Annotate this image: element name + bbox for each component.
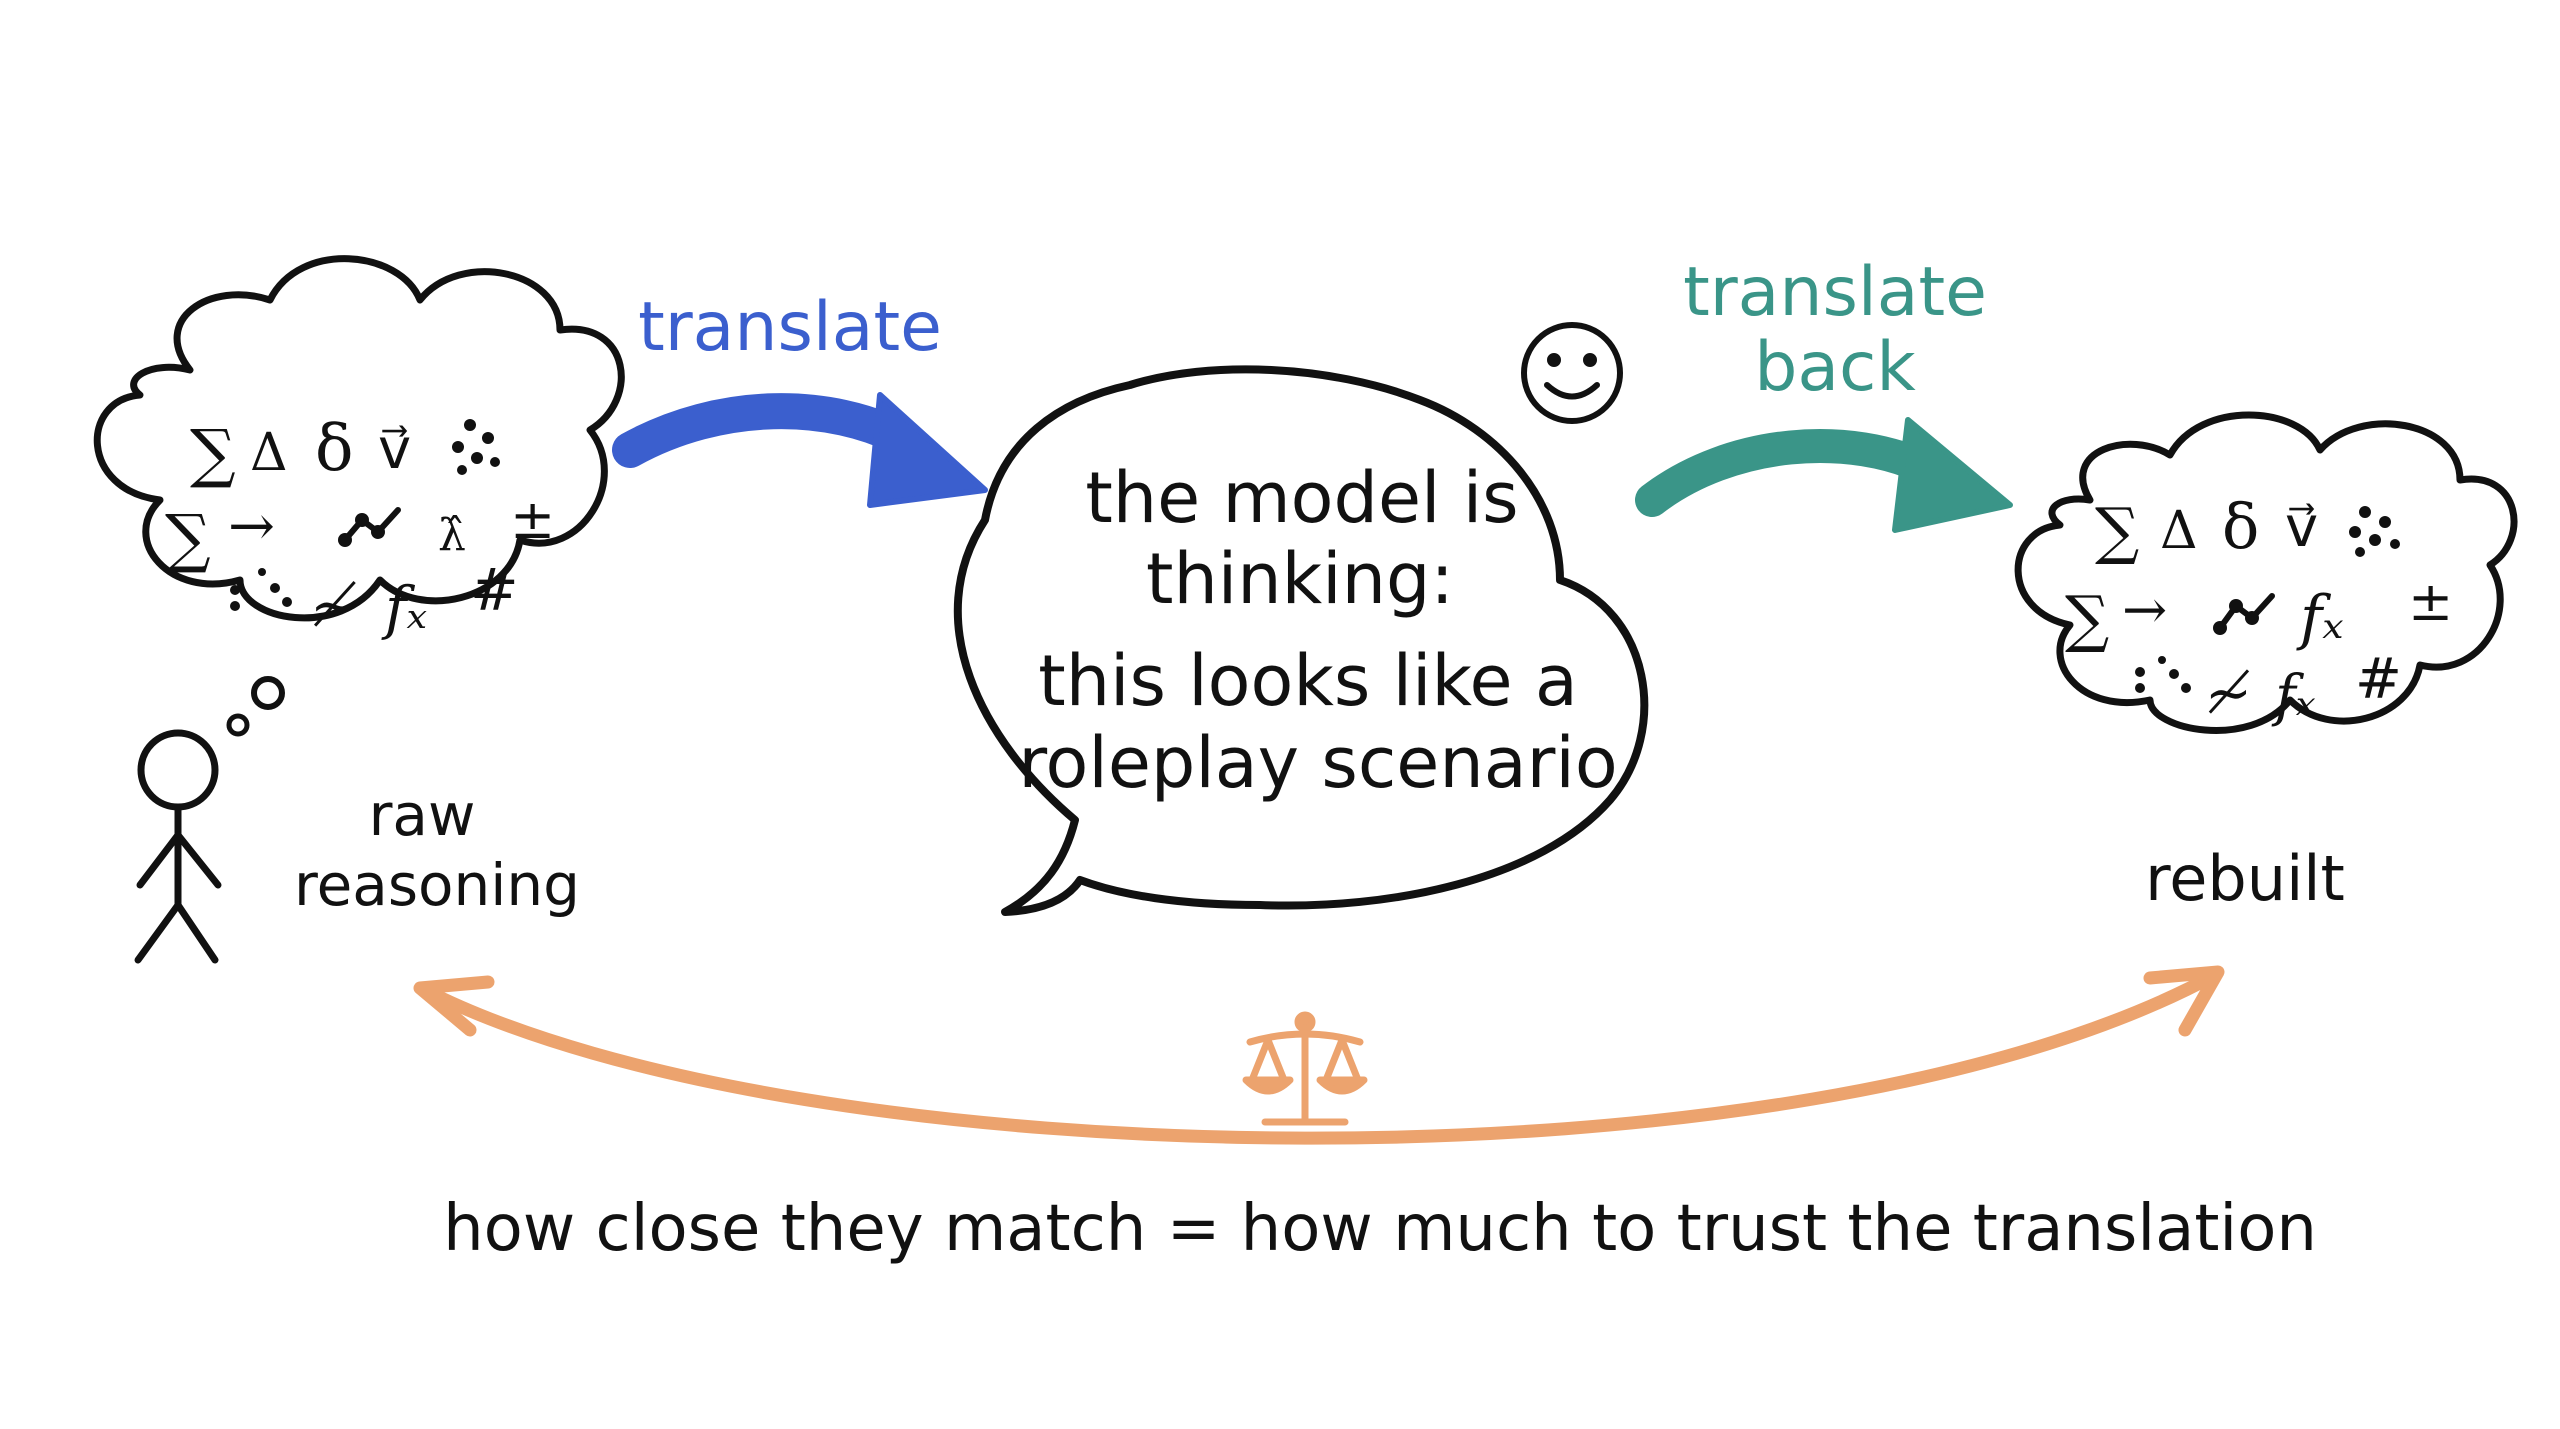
bubble-line-3: this looks like a xyxy=(1038,640,1578,722)
raw-reasoning-symbols: ∑ Δ δ v⃗ ∑ → λ̂ ± ≁ fₓ # xyxy=(165,412,555,642)
symbol: v⃗ xyxy=(2285,495,2318,560)
thought-cloud-icon xyxy=(2014,411,2518,734)
caption: how close they match = how much to trust… xyxy=(443,1192,2317,1266)
symbol: fₓ xyxy=(2271,664,2316,729)
symbol: ∑ xyxy=(165,502,211,576)
translate-back-arrow xyxy=(1635,417,2013,533)
symbol: ± xyxy=(2408,570,2453,633)
wave-glyph xyxy=(2217,593,2275,631)
translate-back-label-line1: translate xyxy=(1683,253,1987,332)
bubble-line-2: thinking: xyxy=(1146,538,1454,620)
symbol: δ xyxy=(315,412,354,486)
translate-arrow xyxy=(612,392,988,508)
symbol: # xyxy=(2355,647,2402,712)
rebuilt-symbols: ∑ Δ δ v⃗ ∑ → fₓ ± ≁ fₓ # xyxy=(2065,490,2453,729)
balance-scale-icon xyxy=(1242,1011,1368,1126)
comparison-arrow xyxy=(413,965,2225,1145)
bubble-line-4: roleplay scenario xyxy=(1018,722,1617,804)
raw-reasoning-label-line1: raw xyxy=(369,781,476,849)
symbol: # xyxy=(470,556,519,624)
bubble-line-1: the model is xyxy=(1085,457,1518,539)
symbol: ∑ xyxy=(2065,582,2109,655)
symbol: λ̂ xyxy=(438,510,466,561)
symbol: ∑ xyxy=(190,417,236,491)
symbol: ± xyxy=(510,488,555,551)
raw-reasoning-label-line2: reasoning xyxy=(294,851,580,919)
rebuilt-cloud: ∑ Δ δ v⃗ ∑ → fₓ ± ≁ fₓ # xyxy=(2014,411,2518,734)
symbol: ∑ xyxy=(2095,494,2139,567)
translate-label: translate xyxy=(638,288,942,367)
symbol: v⃗ xyxy=(378,417,411,482)
smiley-icon xyxy=(1521,322,1623,424)
symbol: Δ xyxy=(250,423,288,483)
symbol: δ xyxy=(2222,490,2259,563)
symbol: fₓ xyxy=(2296,583,2344,653)
wave-glyph xyxy=(342,507,401,543)
thought-cloud-icon xyxy=(93,255,625,622)
symbol: ≁ xyxy=(2205,661,2252,726)
speech-bubble-icon xyxy=(953,365,1649,916)
symbol: ≁ xyxy=(310,571,359,639)
symbol: fₓ xyxy=(381,574,427,642)
symbol: Δ xyxy=(2160,501,2198,561)
raw-reasoning-cloud: ∑ Δ δ v⃗ ∑ → λ̂ ± ≁ fₓ # xyxy=(93,255,625,737)
symbol: → xyxy=(2122,578,2167,641)
thought-bubble-large xyxy=(251,676,285,710)
translate-back-label-line2: back xyxy=(1754,328,1916,407)
stick-figure-icon xyxy=(134,729,222,964)
rebuilt-label: rebuilt xyxy=(2145,842,2345,915)
symbol: → xyxy=(228,494,275,559)
thought-bubble-small xyxy=(226,713,250,737)
